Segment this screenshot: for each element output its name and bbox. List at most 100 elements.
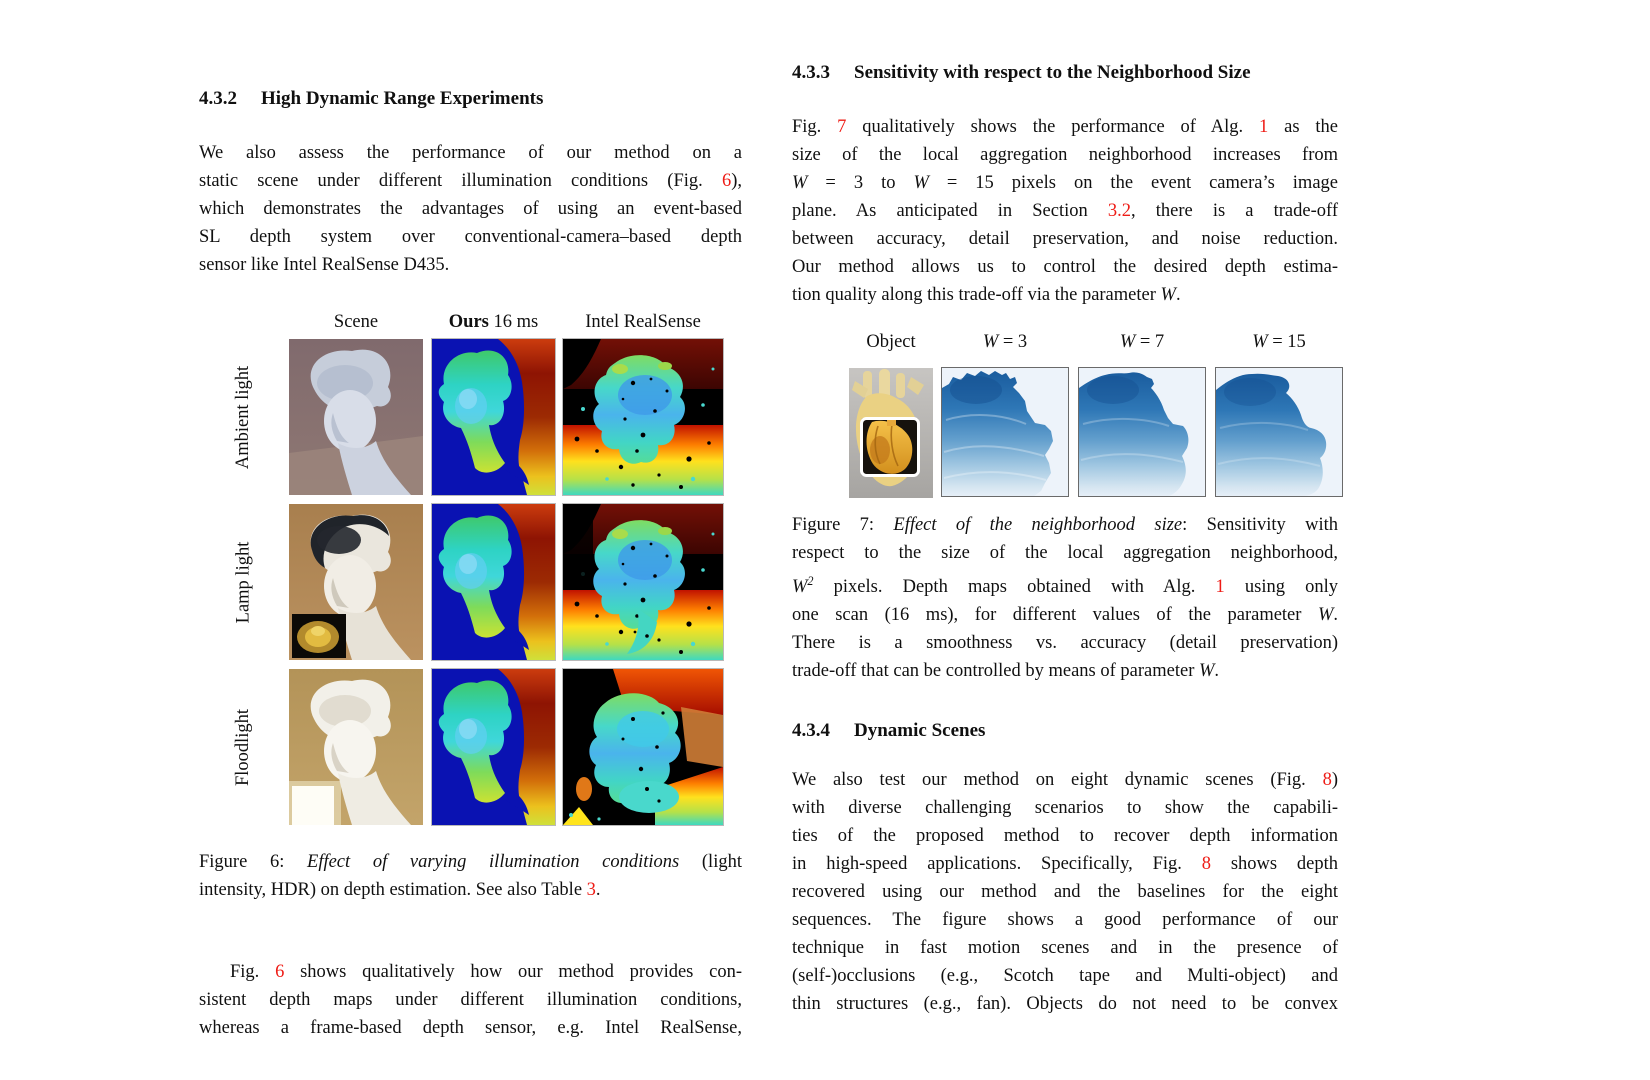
- figure6: Scene Ours 16 ms Intel RealSense Ambient…: [199, 303, 726, 826]
- text-segment: Effect of varying illumination condition…: [307, 852, 680, 872]
- figure6-column-headers: Scene Ours 16 ms Intel RealSense: [289, 303, 726, 335]
- fig7-col-header-object: Object: [849, 332, 933, 353]
- text-line: in high-speed applications. Specifically…: [792, 850, 1338, 878]
- fig6-col-header-ours: Ours 16 ms: [432, 312, 555, 333]
- text-segment: sensor like Intel RealSense D435.: [199, 255, 450, 275]
- text-line: sensor like Intel RealSense D435.: [199, 251, 742, 279]
- text-segment: .: [595, 880, 601, 900]
- text-line: We also assess the performance of our me…: [199, 139, 742, 167]
- text-segment: as the: [1268, 117, 1338, 137]
- text-segment: Fig.: [792, 117, 838, 137]
- text-segment: static scene under different illuminatio…: [199, 171, 722, 191]
- text-line: trade-off that can be controlled by mean…: [792, 657, 1338, 685]
- ref-link[interactable]: 8: [1322, 770, 1332, 790]
- fig7-col-header-w3: W = 3: [942, 332, 1068, 353]
- text-line: Our method allows us to control the desi…: [792, 253, 1338, 281]
- text-segment: There is a smoothness vs. accuracy (deta…: [792, 633, 1338, 654]
- text-line: Fig. 7 qualitatively shows the performan…: [792, 113, 1338, 141]
- fig7-object-photo: [849, 368, 933, 498]
- fig7-depth-w3: [941, 367, 1069, 497]
- text-segment: W: [1160, 285, 1176, 305]
- section-title: Dynamic Scenes: [854, 720, 986, 741]
- fig6-depth-ours-ambient: [431, 338, 556, 496]
- text-segment: shows depth: [1211, 854, 1338, 874]
- text-segment: Ours: [448, 312, 489, 332]
- text-segment: tion quality along this trade-off via th…: [792, 285, 1161, 305]
- ref-link[interactable]: 1: [1215, 577, 1225, 598]
- text-segment: Object: [866, 332, 916, 352]
- text-segment: ): [1331, 770, 1338, 790]
- text-segment: W: [792, 173, 808, 193]
- text-line: intensity, HDR) on depth estimation. See…: [199, 876, 742, 904]
- fig6-row-floodlight: Floodlight: [199, 668, 726, 826]
- text-segment: = 3 to: [807, 173, 914, 193]
- text-line: Figure 7: Effect of the neighborhood siz…: [792, 511, 1338, 539]
- text-segment: Our method allows us to control the desi…: [792, 257, 1338, 277]
- text-line: There is a smoothness vs. accuracy (deta…: [792, 629, 1338, 657]
- text-segment: whereas a frame-based depth sensor, e.g.…: [199, 1018, 742, 1038]
- text-segment: sequences. The figure shows a good perfo…: [792, 910, 1338, 930]
- text-line: sistent depth maps under different illum…: [199, 986, 742, 1014]
- fig6-depth-realsense-lamp: [562, 503, 724, 661]
- section-title: Sensitivity with respect to the Neighbor…: [854, 62, 1251, 83]
- text-line: Fig. 6 shows qualitatively how our metho…: [199, 958, 742, 986]
- text-segment: recovered using our method and the basel…: [792, 882, 1338, 902]
- text-line: size of the local aggregation neighborho…: [792, 141, 1338, 169]
- text-segment: pixels. Depth maps obtained with Alg.: [813, 577, 1216, 598]
- text-segment: Figure 7:: [792, 515, 894, 535]
- text-segment: thin structures (e.g., fan). Objects do …: [792, 994, 1338, 1014]
- ref-link[interactable]: 3: [586, 880, 596, 900]
- text-segment: W: [1199, 661, 1215, 682]
- text-segment: in high-speed applications. Specifically…: [792, 854, 1202, 874]
- fig6-row-label-lamp: Lamp light: [233, 541, 254, 623]
- text-segment: Figure 6:: [199, 852, 308, 872]
- figure7: Object W = 3 W = 7 W = 15: [792, 332, 1344, 504]
- ref-link[interactable]: 1: [1259, 117, 1269, 137]
- text-line: recovered using our method and the basel…: [792, 878, 1338, 906]
- ref-link[interactable]: 6: [721, 171, 732, 191]
- fig7-col-header-w15: W = 15: [1216, 332, 1342, 353]
- text-segment: .: [1333, 605, 1338, 626]
- section-title: High Dynamic Range Experiments: [261, 88, 544, 109]
- text-segment: 2: [807, 574, 814, 588]
- text-segment: respect to the size of the local aggrega…: [792, 543, 1338, 563]
- text-segment: Scene: [333, 312, 379, 332]
- text-segment: W: [982, 332, 999, 352]
- ref-link[interactable]: 7: [837, 117, 847, 137]
- text-line: We also test our method on eight dynamic…: [792, 766, 1338, 794]
- text-segment: size of the local aggregation neighborho…: [792, 145, 1338, 165]
- section-number: 4.3.2: [199, 88, 237, 109]
- text-segment: (light: [679, 852, 742, 872]
- fig6-depth-ours-floodlight: [431, 668, 556, 826]
- fig6-row-ambient: Ambient light: [199, 338, 726, 496]
- text-line: W = 3 to W = 15 pixels on the event came…: [792, 169, 1338, 197]
- text-segment: W: [1252, 332, 1268, 352]
- ref-link[interactable]: 3.2: [1107, 201, 1131, 221]
- fig7-col-header-w7: W = 7: [1079, 332, 1205, 353]
- text-segment: which demonstrates the advantages of usi…: [199, 199, 742, 219]
- text-segment: = 15 pixels on the event camera’s image: [928, 173, 1338, 193]
- text-segment: technique in fast motion scenes and in t…: [792, 938, 1338, 958]
- text-line: SL depth system over conventional-camera…: [199, 223, 742, 251]
- paragraph-dynamic-scenes: We also test our method on eight dynamic…: [792, 766, 1338, 1018]
- text-line: W2 pixels. Depth maps obtained with Alg.…: [792, 567, 1338, 601]
- text-line: thin structures (e.g., fan). Objects do …: [792, 990, 1338, 1018]
- text-line: which demonstrates the advantages of usi…: [199, 195, 742, 223]
- fig7-depth-w7: [1078, 367, 1206, 497]
- text-segment: .: [1175, 285, 1181, 305]
- text-segment: with diverse challenging scenarios to sh…: [792, 798, 1338, 818]
- text-segment: Fig.: [230, 962, 276, 982]
- text-segment: Intel RealSense: [585, 312, 701, 332]
- ref-link[interactable]: 6: [275, 962, 285, 982]
- text-segment: sistent depth maps under different illum…: [199, 990, 742, 1010]
- text-line: whereas a frame-based depth sensor, e.g.…: [199, 1014, 742, 1042]
- fig6-col-header-scene: Scene: [289, 312, 423, 333]
- ref-link[interactable]: 8: [1201, 854, 1211, 874]
- text-segment: (self-)occlusions (e.g., Scotch tape and…: [792, 966, 1338, 986]
- fig6-scene-photo-lamp: [289, 504, 423, 660]
- section-heading-4-3-2: 4.3.2 High Dynamic Range Experiments: [199, 88, 742, 110]
- text-segment: intensity, HDR) on depth estimation. See…: [199, 880, 587, 900]
- figure6-caption: Figure 6: Effect of varying illumination…: [199, 848, 742, 904]
- text-line: static scene under different illuminatio…: [199, 167, 742, 195]
